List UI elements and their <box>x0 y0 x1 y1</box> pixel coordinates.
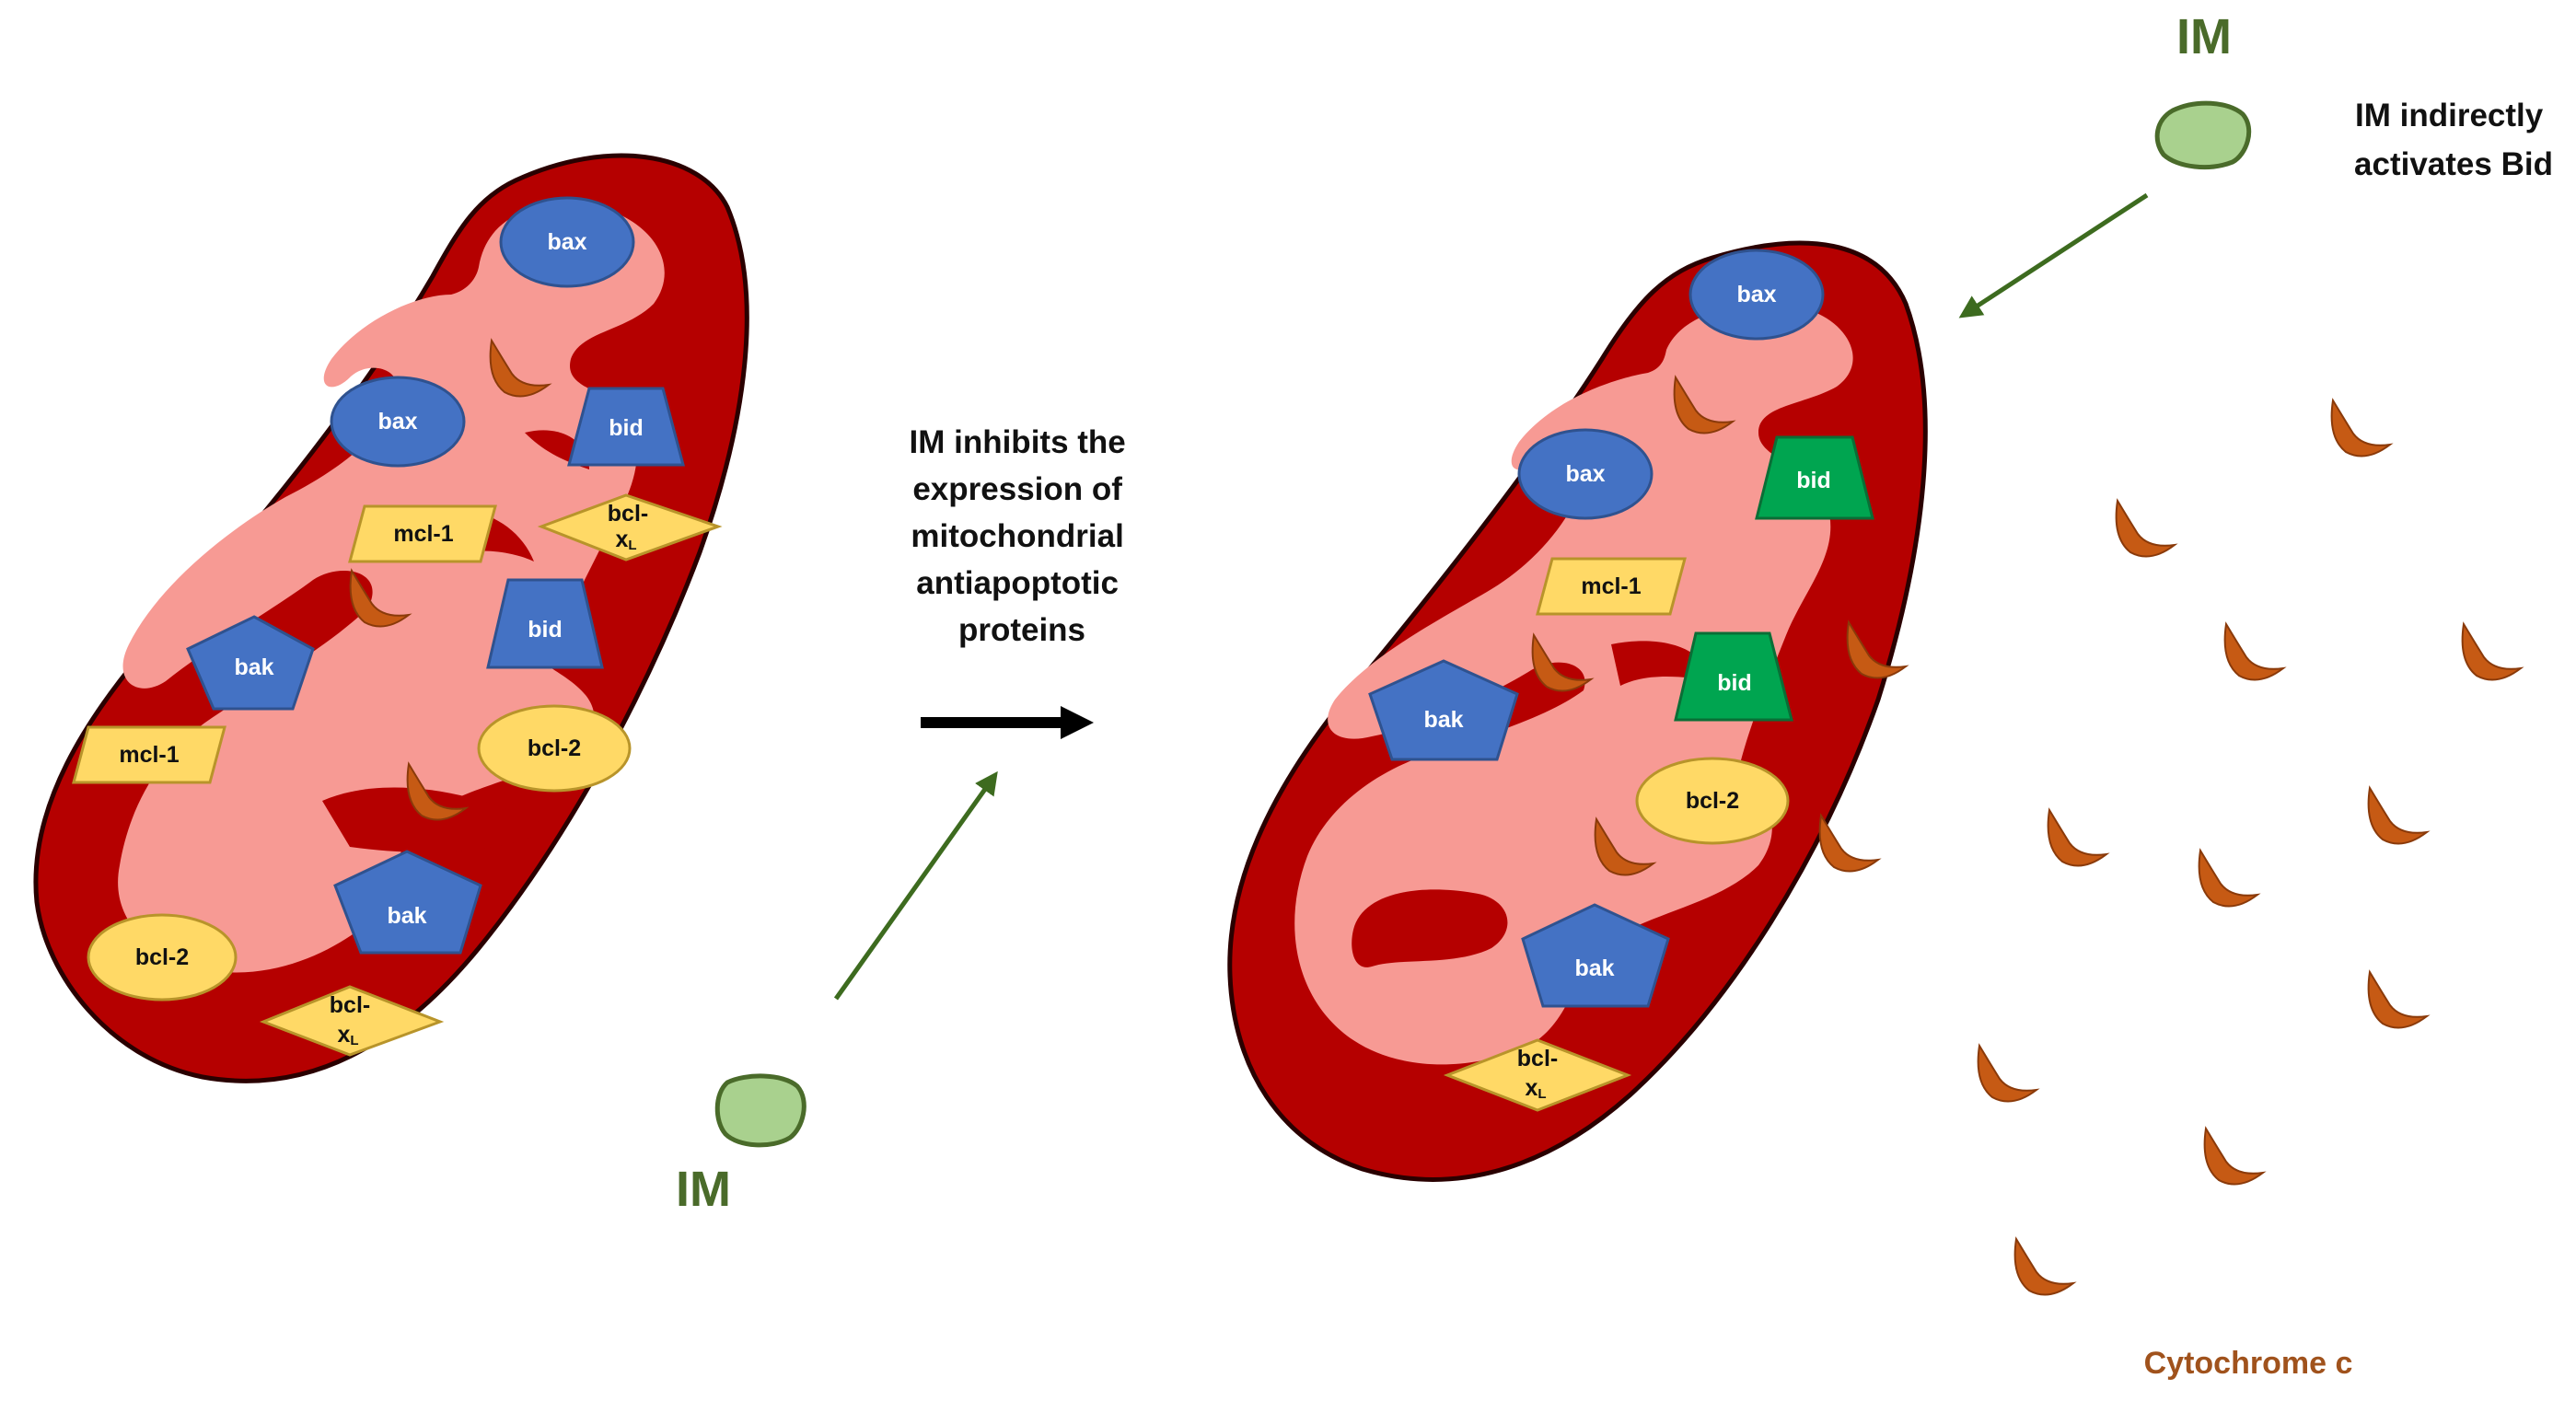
protein-bcl2: bcl-2 <box>477 704 632 793</box>
svg-text:bax: bax <box>1736 282 1776 307</box>
protein-bclxl: bcl- xL <box>259 985 445 1057</box>
protein-bclxl: bcl- xL <box>537 493 723 562</box>
cytochrome-label: Cytochrome c <box>2144 1346 2353 1381</box>
im-label-left: IM <box>676 1162 731 1217</box>
im-drug-right <box>2154 100 2252 170</box>
svg-text:bak: bak <box>1574 955 1614 981</box>
svg-text:xL: xL <box>1525 1075 1546 1102</box>
top-right-text: IM indirectly activates Bid <box>2354 98 2553 182</box>
svg-text:bid: bid <box>528 617 563 643</box>
protein-bak: bak <box>1521 903 1670 1008</box>
svg-text:mcl-1: mcl-1 <box>393 521 453 547</box>
middle-text: IM inhibits the expression of mitochondr… <box>910 424 1135 648</box>
protein-bax: bax <box>1688 249 1825 341</box>
mitochondrion-left: bax bax bid bid bcl- xL mcl-1 bak <box>33 153 749 1083</box>
protein-bcl2: bcl-2 <box>1635 757 1790 845</box>
protein-bak: bak <box>186 615 315 711</box>
svg-text:xL: xL <box>337 1022 358 1048</box>
svg-text:bcl-2: bcl-2 <box>135 944 189 970</box>
svg-text:bid: bid <box>1796 468 1831 493</box>
svg-text:bak: bak <box>234 654 273 680</box>
svg-text:mcl-1: mcl-1 <box>1581 573 1641 599</box>
protein-bax: bax <box>499 196 635 288</box>
protein-bid: bid <box>567 387 685 467</box>
svg-text:bcl-: bcl- <box>1517 1046 1558 1071</box>
svg-text:xL: xL <box>615 527 636 553</box>
svg-text:bak: bak <box>387 903 426 929</box>
protein-bid-activated: bid <box>1674 631 1793 722</box>
im-action-arrow-left <box>833 770 998 1001</box>
im-action-arrow-right <box>1958 192 2149 318</box>
protein-bax: bax <box>1517 428 1654 520</box>
protein-mcl1: mcl-1 <box>72 725 226 784</box>
middle-annotation: IM inhibits the expression of mitochondr… <box>676 424 1135 1217</box>
inner-matrix-left <box>118 204 665 973</box>
svg-text:bid: bid <box>609 415 644 441</box>
protein-bcl2: bcl-2 <box>87 913 238 1002</box>
protein-bak: bak <box>333 850 482 955</box>
svg-text:bid: bid <box>1717 670 1752 696</box>
svg-text:bax: bax <box>1565 461 1605 487</box>
svg-text:bak: bak <box>1423 707 1463 733</box>
svg-text:bcl-: bcl- <box>608 501 648 527</box>
protein-bid: bid <box>486 578 604 669</box>
svg-text:bcl-: bcl- <box>330 992 370 1018</box>
svg-text:bcl-2: bcl-2 <box>1686 788 1739 814</box>
protein-mcl1: mcl-1 <box>348 504 497 563</box>
mitochondrion-right: bax bax bid bid mcl-1 bak bcl-2 <box>1227 240 1928 1182</box>
protein-bid-activated: bid <box>1755 435 1874 520</box>
protein-mcl1: mcl-1 <box>1536 557 1687 616</box>
protein-bclxl: bcl- xL <box>1443 1038 1632 1112</box>
inner-matrix-right <box>1294 305 1853 1065</box>
protein-bak: bak <box>1368 659 1519 761</box>
im-label-right: IM <box>2176 9 2232 64</box>
protein-bax: bax <box>330 376 466 468</box>
svg-text:bcl-2: bcl-2 <box>528 735 581 761</box>
svg-text:bax: bax <box>377 409 417 434</box>
svg-text:mcl-1: mcl-1 <box>119 742 179 768</box>
im-drug-left <box>714 1073 806 1148</box>
svg-text:bax: bax <box>547 229 586 255</box>
released-cytochromes: Cytochrome c <box>1977 399 2522 1381</box>
top-right-annotation: IM IM indirectly activates Bid <box>1958 9 2553 318</box>
